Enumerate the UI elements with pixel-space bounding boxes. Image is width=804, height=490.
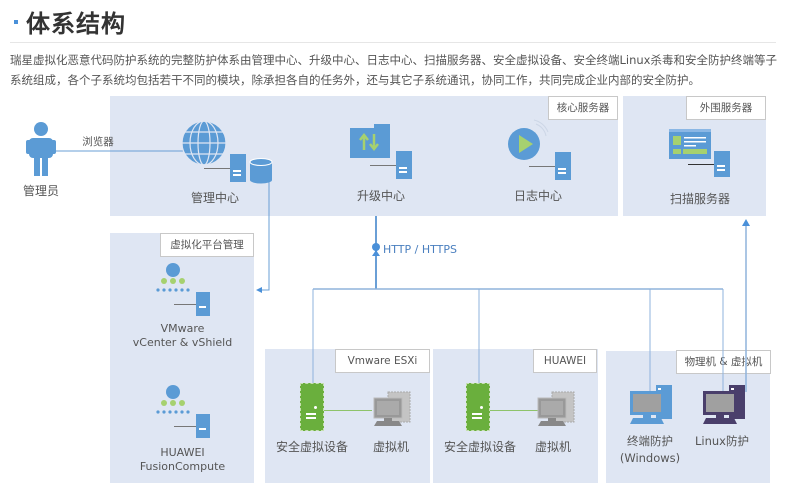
http-node-dot <box>372 243 380 251</box>
windows-line2: (Windows) <box>619 451 681 465</box>
scan-window-icon <box>669 129 711 159</box>
admin-person-icon <box>26 122 56 176</box>
browser-label: 浏览器 <box>82 136 114 148</box>
log-center-label: 日志中心 <box>513 189 562 203</box>
database-icon <box>249 158 273 184</box>
linux-computer-icon <box>703 385 745 424</box>
esxi-appliance-label: 安全虚拟设备 <box>275 440 348 454</box>
update-center-label: 升级中心 <box>356 189 405 203</box>
scan-arrow <box>742 219 750 226</box>
appliance-server-icon <box>300 383 324 431</box>
hierarchy-icon <box>156 385 190 414</box>
server-icon <box>230 154 246 182</box>
protocol-label: HTTP / HTTPS <box>383 243 457 256</box>
windows-computer-icon <box>630 385 672 424</box>
linux-protection-label: Linux防护 <box>695 434 749 448</box>
connector-line <box>490 410 538 411</box>
virt-mgmt-panel <box>110 233 254 483</box>
hierarchy-icon <box>156 263 190 292</box>
huawei-line1: HUAWEI <box>160 446 205 459</box>
vm-computer-icon <box>373 391 411 426</box>
vm-computer-icon <box>537 391 575 426</box>
server-icon <box>196 414 210 438</box>
connector-line <box>370 165 396 166</box>
vmware-vcenter-label: VMware vCenter & vShield <box>115 322 250 350</box>
server-icon <box>196 292 210 316</box>
appliance-server-icon <box>466 383 490 431</box>
esxi-vm-label: 虚拟机 <box>372 440 409 454</box>
huawei-tag: HUAWEI <box>533 349 597 373</box>
server-icon <box>714 151 730 177</box>
update-folder-icon <box>350 124 390 158</box>
huawei-appliance-label: 安全虚拟设备 <box>443 440 516 454</box>
virt-mgmt-tag: 虚拟化平台管理 <box>160 233 254 257</box>
core-server-tag: 核心服务器 <box>548 96 618 120</box>
scan-server-label: 扫描服务器 <box>669 192 730 206</box>
log-play-icon <box>508 119 549 160</box>
globe-icon <box>181 120 227 166</box>
external-server-tag: 外围服务器 <box>686 96 766 120</box>
server-icon <box>396 151 412 179</box>
huawei-line2: FusionCompute <box>139 460 226 473</box>
huawei-vm-label: 虚拟机 <box>534 440 571 454</box>
windows-protection-label: 终端防护 (Windows) <box>615 433 685 467</box>
mgmt-to-virt-line <box>258 182 270 291</box>
esxi-tag: Vmware ESXi <box>335 349 430 373</box>
connector-line <box>174 426 196 427</box>
http-arrow <box>372 250 380 256</box>
huawei-fusion-label: HUAWEI FusionCompute <box>115 446 250 474</box>
connector-line <box>174 304 196 305</box>
windows-line1: 终端防护 <box>627 434 673 448</box>
page-title: 体系结构 <box>26 10 126 38</box>
description-text: 瑞星虚拟化恶意代码防护系统的完整防护体系由管理中心、升级中心、日志中心、扫描服务… <box>10 53 777 87</box>
vmware-line1: VMware <box>160 322 205 335</box>
arrow-to-virt <box>256 287 262 293</box>
connector-line <box>204 168 230 169</box>
vmware-line2: vCenter & vShield <box>132 336 233 349</box>
title-divider <box>10 42 776 43</box>
connector-line <box>324 410 372 411</box>
admin-label: 管理员 <box>22 184 59 198</box>
mgmt-center-label: 管理中心 <box>190 191 239 205</box>
connector-line <box>529 166 555 167</box>
title-bullet <box>14 20 18 24</box>
connector-line <box>688 164 714 165</box>
server-icon <box>555 152 571 180</box>
